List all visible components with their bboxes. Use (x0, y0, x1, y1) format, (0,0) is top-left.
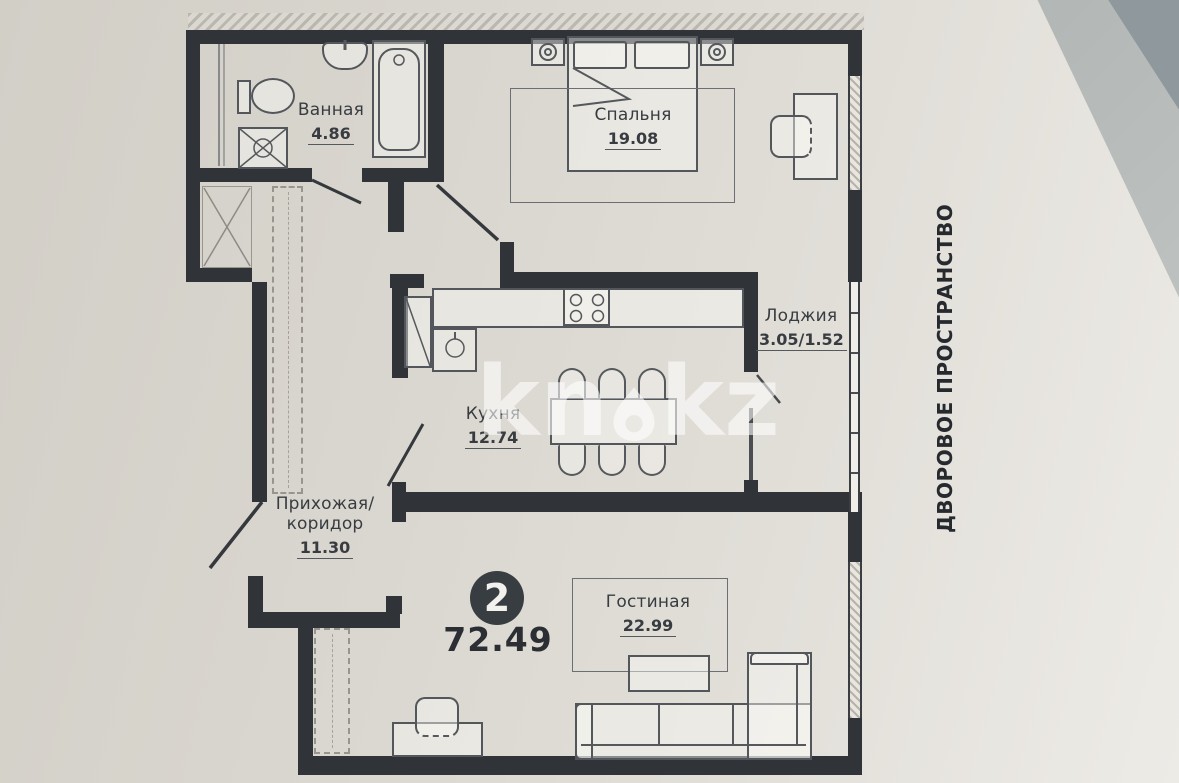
fridge (404, 296, 432, 368)
room-area: 22.99 (619, 616, 677, 637)
wardrobe-nook (314, 628, 350, 754)
dining-chair (598, 445, 626, 476)
dining-chair (558, 368, 586, 399)
room-name: Лоджия (764, 306, 838, 326)
sofa-corner-armrest (750, 652, 809, 665)
wall-bottomleft-vertical (298, 628, 313, 775)
pillow-right (634, 41, 690, 69)
room-name: Гостиная (605, 592, 691, 612)
shaft-hatch (202, 186, 252, 268)
living-room-window (848, 562, 862, 718)
shower-tray (238, 127, 288, 169)
room-name: Кухня (465, 404, 521, 424)
wall-loggia-partition-top (744, 288, 758, 372)
wall-entrance-stub (248, 576, 263, 616)
wall-stub-below-bathroom (388, 182, 404, 232)
total-area: 72.49 (443, 620, 553, 659)
dining-table (550, 398, 677, 445)
living-chair (415, 697, 459, 737)
watermark-part2: kz (660, 345, 780, 458)
wall-right-mid (848, 190, 862, 282)
wall-loggia-partition-bottom (744, 480, 758, 512)
room-name: Спальня (594, 105, 672, 125)
bathroom-sink (322, 42, 368, 70)
wall-bathroom-right (428, 30, 444, 182)
room-label-bathroom: Ванная 4.86 (284, 100, 378, 145)
dining-chair (638, 445, 666, 476)
room-area: 4.86 (308, 124, 354, 145)
room-label-hallway: Прихожая/ коридор 11.30 (270, 494, 380, 559)
bedroom-desk (793, 93, 838, 180)
wall-lowerleft-stub (386, 596, 402, 614)
lamp-right (708, 43, 726, 61)
bathtub (372, 40, 426, 158)
dining-chair (638, 368, 666, 399)
wall-left-step (186, 268, 252, 282)
exterior-wall-hatch (188, 13, 864, 30)
wall-loggia-window-line (749, 408, 753, 480)
unit-number-badge: 2 (470, 571, 524, 625)
living-desk (392, 722, 483, 757)
lamp-left-inner (544, 48, 552, 56)
kitchen-counter-left (432, 328, 477, 372)
wall-right-bottom (848, 718, 862, 758)
wall-kitchen-top (500, 272, 758, 288)
sofa-horizontal (575, 703, 812, 760)
wall-left-upper (186, 30, 200, 282)
toilet-bowl (251, 78, 295, 114)
living-area-outline (572, 578, 728, 672)
wall-right-low (848, 512, 862, 562)
wall-kitchen-bottom (392, 492, 862, 512)
sofa-corner (747, 652, 812, 760)
coffee-table (628, 655, 710, 692)
wall-right-top (848, 30, 862, 76)
room-area: 11.30 (296, 538, 354, 559)
room-area: 3.05/1.52 (756, 330, 847, 351)
sofa-armrest-left (575, 703, 593, 760)
wall-bathroom-bottom-right (362, 168, 428, 182)
wall-bottom (298, 756, 862, 775)
room-name-line1: Прихожая/ (275, 494, 375, 514)
dining-chair (558, 445, 586, 476)
wall-bathroom-bottom-left (200, 168, 312, 182)
room-area: 19.08 (604, 129, 662, 150)
wall-corridor-left (252, 282, 267, 502)
stove (563, 288, 610, 326)
bedroom-window (848, 76, 862, 190)
lamp-right-inner (713, 48, 721, 56)
dining-chair (598, 368, 626, 399)
room-label-kitchen: Кухня 12.74 (453, 404, 533, 449)
loggia-glazing (849, 282, 860, 512)
wall-top (190, 30, 862, 44)
wall-lowerleft-horizontal (248, 612, 400, 628)
room-label-loggia: Лоджия 3.05/1.52 (756, 306, 847, 351)
pillow-left (573, 41, 627, 69)
toilet-tank (237, 80, 251, 114)
room-label-living: Гостиная 22.99 (598, 592, 698, 637)
room-name-line2: коридор (286, 514, 364, 534)
room-area: 12.74 (464, 428, 522, 449)
wardrobe-corridor (272, 186, 303, 494)
lamp-left (539, 43, 557, 61)
room-name: Ванная (297, 100, 365, 120)
room-label-bedroom: Спальня 19.08 (583, 105, 683, 150)
bedroom-chair (770, 115, 812, 158)
courtyard-side-label: ДВОРОВОЕ ПРОСТРАНСТВО (933, 203, 957, 533)
